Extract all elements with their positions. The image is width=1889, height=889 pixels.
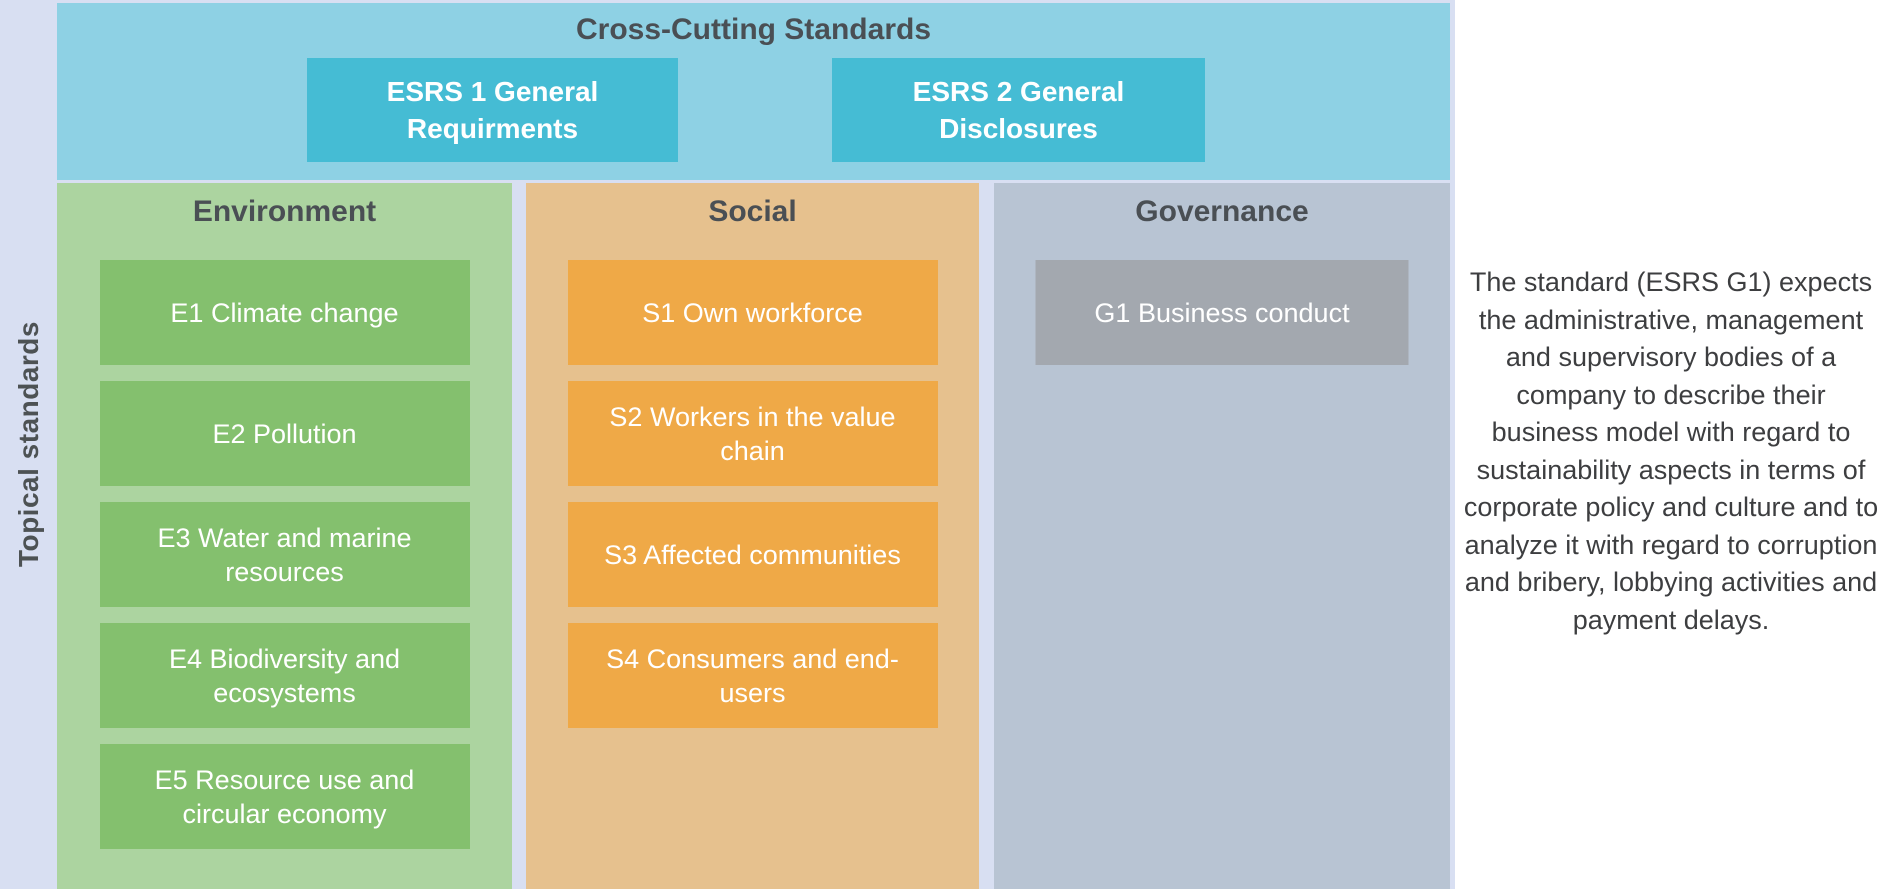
box-label: E4 Biodiversity and ecosystems <box>168 643 401 708</box>
social-column: Social S1 Own workforce S2 Workers in th… <box>526 183 979 889</box>
box-s4-consumers-end-users: S4 Consumers and end-users <box>567 623 938 728</box>
diagram-background: Topical standards Cross-Cutting Standard… <box>0 0 1455 889</box>
governance-header: Governance <box>1135 195 1309 228</box>
box-label: S1 Own workforce <box>642 297 863 328</box>
esrs1-label: ESRS 1 General Requirments <box>386 76 599 144</box>
box-label: S2 Workers in the value chain <box>609 401 896 466</box>
box-s1-own-workforce: S1 Own workforce <box>567 260 938 365</box>
cross-cutting-section: Cross-Cutting Standards ESRS 1 General R… <box>57 3 1450 180</box>
box-label: E3 Water and marine resources <box>157 522 412 587</box>
esrs2-label: ESRS 2 General Disclosures <box>912 76 1125 144</box>
box-s2-workers-value-chain: S2 Workers in the value chain <box>567 381 938 486</box>
box-e3-water-marine-resources: E3 Water and marine resources <box>99 502 470 607</box>
box-label: E2 Pollution <box>212 418 357 449</box>
box-label: E5 Resource use and circular economy <box>154 764 415 829</box>
environment-header: Environment <box>192 195 377 228</box>
topical-standards-sidebar: Topical standards <box>0 0 57 889</box>
environment-column: Environment E1 Climate change E2 Polluti… <box>57 183 512 889</box>
sidebar-label: Topical standards <box>12 321 44 568</box>
box-label: S3 Affected communities <box>604 539 901 570</box>
box-e2-pollution: E2 Pollution <box>99 381 470 486</box>
box-label: G1 Business conduct <box>1094 297 1350 328</box>
box-label: S4 Consumers and end-users <box>606 643 899 708</box>
box-g1-business-conduct: G1 Business conduct <box>1035 260 1409 365</box>
esrs1-general-requirements-box: ESRS 1 General Requirments <box>307 58 678 162</box>
box-label: E1 Climate change <box>170 297 399 328</box>
esrs2-general-disclosures-box: ESRS 2 General Disclosures <box>832 58 1205 162</box>
box-e1-climate-change: E1 Climate change <box>99 260 470 365</box>
social-header: Social <box>708 195 797 228</box>
box-e5-resource-use-circular-economy: E5 Resource use and circular economy <box>99 744 470 849</box>
box-e4-biodiversity-ecosystems: E4 Biodiversity and ecosystems <box>99 623 470 728</box>
governance-column: Governance G1 Business conduct <box>994 183 1450 889</box>
box-s3-affected-communities: S3 Affected communities <box>567 502 938 607</box>
g1-annotation-text: The standard (ESRS G1) expects the admin… <box>1463 267 1879 635</box>
cross-cutting-title: Cross-Cutting Standards <box>575 13 932 46</box>
